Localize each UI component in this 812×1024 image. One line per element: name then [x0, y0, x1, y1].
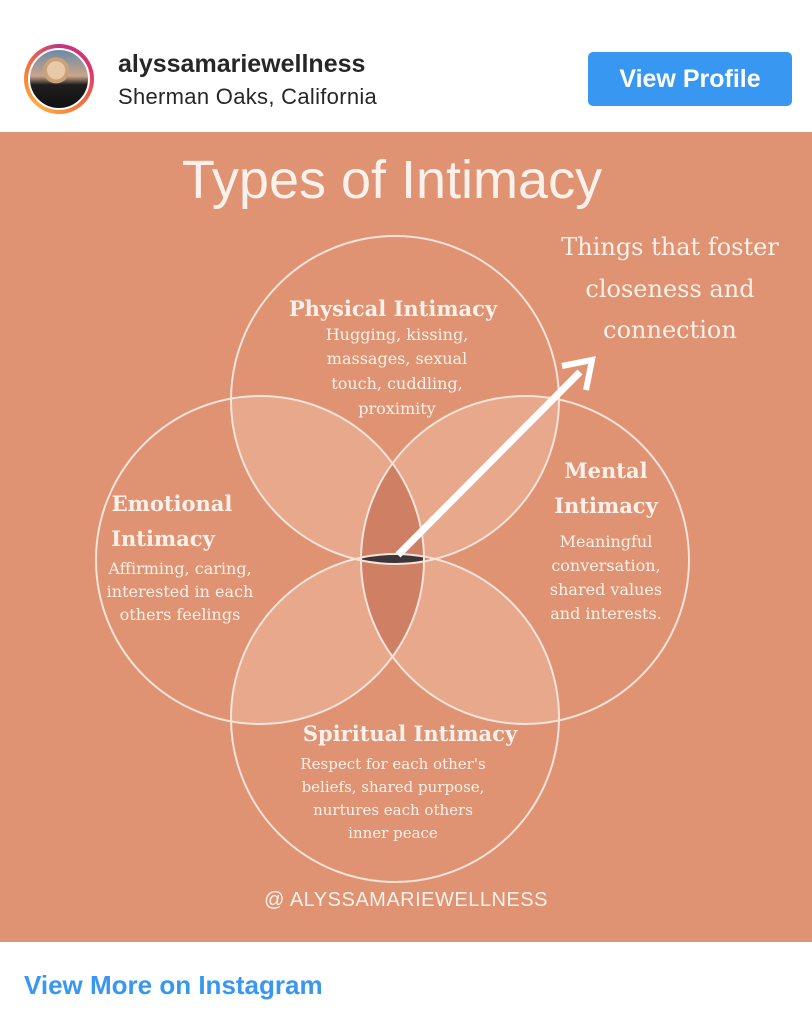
- mental-line: Meaningful: [560, 532, 653, 551]
- callout-line: Things that foster: [561, 233, 779, 261]
- post-image: Types of Intimacy Things that foster clo…: [0, 132, 812, 942]
- spiritual-line: Respect for each other's: [300, 755, 485, 773]
- callout-line: closeness and: [585, 275, 754, 303]
- location[interactable]: Sherman Oaks, California: [118, 84, 378, 109]
- spiritual-circle: [230, 553, 560, 883]
- post-footer: [0, 942, 812, 1024]
- emotional-line: others feelings: [120, 605, 241, 624]
- emotional-title: Intimacy: [111, 526, 215, 551]
- mental-title: Mental: [564, 458, 647, 483]
- avatar-image: [28, 48, 90, 110]
- spiritual-line: nurtures each others: [313, 801, 473, 819]
- post-handle: @ ALYSSAMARIEWELLNESS: [264, 889, 548, 911]
- emotional-line: interested in each: [107, 582, 254, 601]
- post-header: alyssamariewellness Sherman Oaks, Califo…: [0, 0, 812, 132]
- emotional-circle: [95, 395, 425, 725]
- username[interactable]: alyssamariewellness: [118, 50, 366, 78]
- mental-circle: [360, 395, 690, 725]
- mental-line: and interests.: [550, 604, 662, 623]
- center-overlap: [361, 554, 424, 564]
- emotional-line: Affirming, caring,: [107, 559, 251, 578]
- emotional-title: Emotional: [112, 491, 233, 516]
- physical-line: massages, sexual: [327, 349, 467, 368]
- physical-line: proximity: [358, 399, 435, 418]
- physical-line: Hugging, kissing,: [326, 325, 469, 344]
- callout-line: connection: [603, 316, 737, 344]
- intimacy-venn-diagram: Types of Intimacy Things that foster clo…: [0, 132, 812, 942]
- mental-title: Intimacy: [554, 493, 658, 518]
- view-more-link[interactable]: View More on Instagram: [24, 970, 323, 1000]
- spiritual-line: beliefs, shared purpose,: [302, 778, 485, 796]
- mental-line: shared values: [550, 580, 662, 599]
- post-title: Types of Intimacy: [182, 150, 602, 210]
- physical-line: touch, cuddling,: [331, 374, 462, 393]
- mental-line: conversation,: [551, 556, 660, 575]
- profile-avatar[interactable]: [24, 44, 94, 114]
- spiritual-line: inner peace: [348, 824, 438, 842]
- callout-text: Things that foster closeness and connect…: [561, 233, 779, 344]
- view-profile-button[interactable]: View Profile: [588, 52, 792, 106]
- physical-title: Physical Intimacy: [289, 296, 498, 321]
- spiritual-title: Spiritual Intimacy: [303, 721, 518, 746]
- arrow-icon: [395, 356, 596, 558]
